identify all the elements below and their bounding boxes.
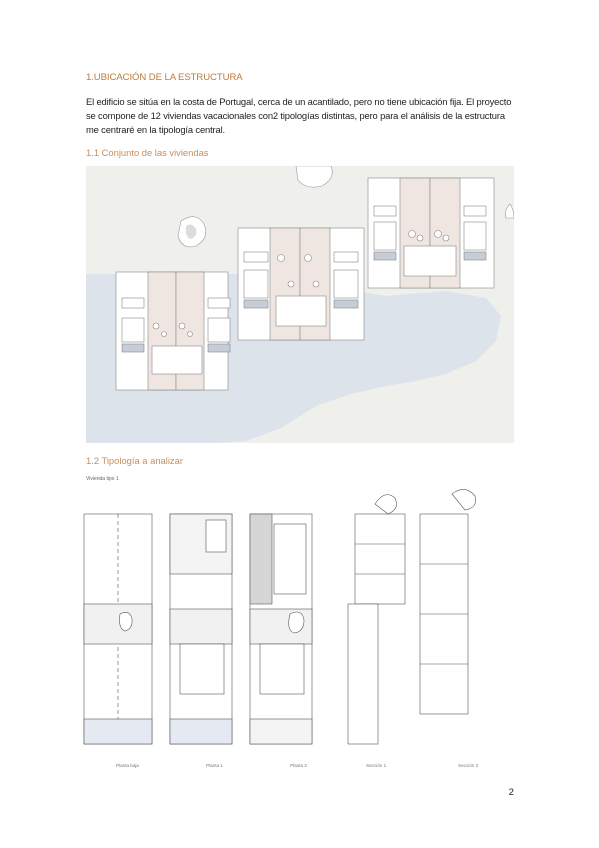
caption-seccion-2: Sección 2	[458, 763, 479, 768]
page-number: 2	[508, 787, 514, 798]
caption-planta-baja: Planta baja	[116, 763, 139, 768]
section-heading-ubicacion: 1.UBICACIÓN DE LA ESTRUCTURA	[86, 72, 243, 83]
intro-paragraph: El edificio se sitúa en la costa de Port…	[86, 96, 512, 135]
caption-planta-1: Planta 1	[206, 763, 223, 768]
subheading-tipologia: 1.2 Tipología a analizar	[86, 455, 183, 466]
subheading-conjunto: 1.1 Conjunto de las viviendas	[86, 147, 209, 158]
caption-planta-2: Planta 2	[290, 763, 307, 768]
typology-drawings	[83, 489, 476, 745]
caption-seccion-1: Sección 1	[366, 763, 387, 768]
tipologia-label: Vivienda tipo 1	[86, 476, 119, 482]
site-plan-image	[86, 166, 514, 443]
